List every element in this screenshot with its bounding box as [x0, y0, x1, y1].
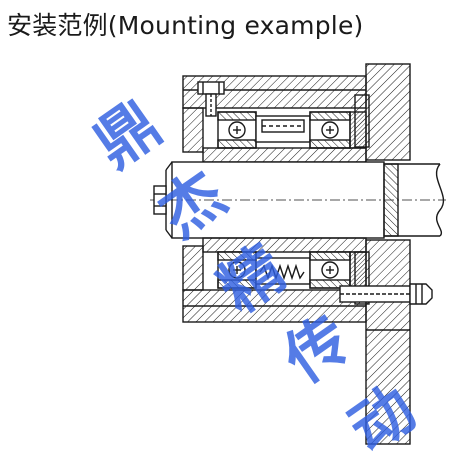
bearing-lower-left: [217, 251, 257, 289]
shaft: [150, 161, 446, 239]
bearing-lower-right: [309, 251, 351, 289]
watermark-char-5: 动: [336, 371, 429, 466]
roller-cage-upper: [255, 115, 311, 143]
bearing-upper-left: [217, 111, 257, 149]
shaft-end-bolt: [153, 185, 167, 215]
torque-arm-bolt: [339, 283, 433, 305]
mounting-flange-upper: [365, 63, 411, 161]
watermark-char-1: 鼎: [81, 86, 174, 181]
roller-cage-lower: [255, 257, 311, 285]
page-title: 安装范例(Mounting example): [7, 11, 364, 40]
top-screw: [197, 81, 225, 117]
bearing-upper-right: [309, 111, 351, 149]
inner-race-upper: [202, 147, 367, 163]
inner-race-lower: [202, 237, 367, 253]
